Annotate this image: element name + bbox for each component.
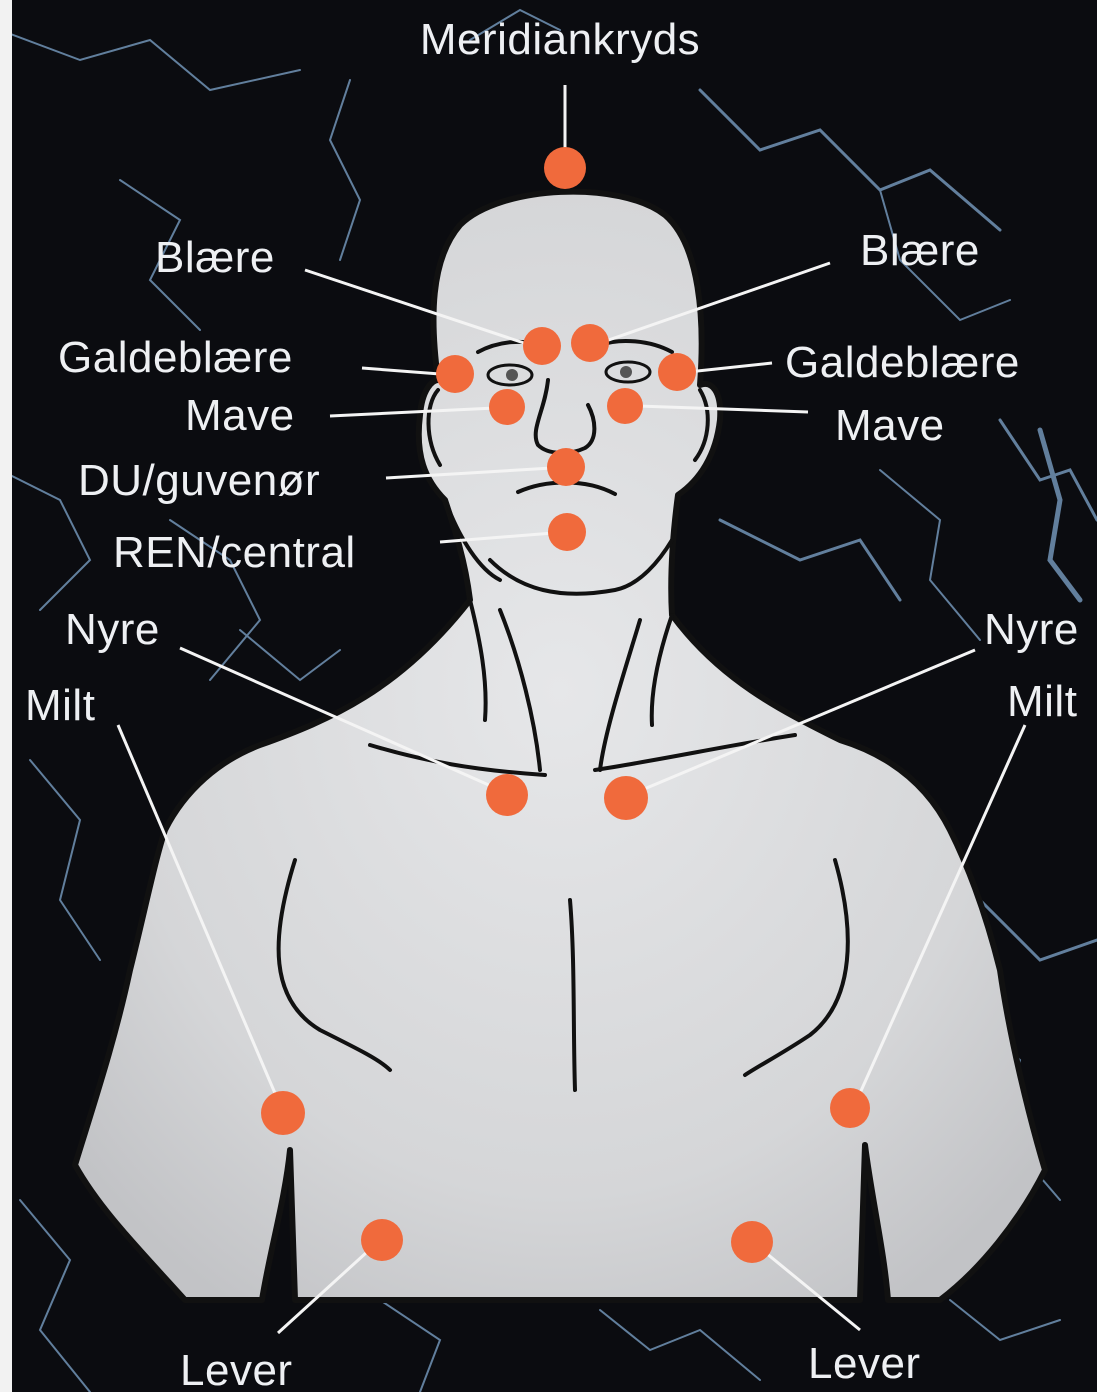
point-meridiankryds xyxy=(544,147,586,189)
point-milt-left xyxy=(261,1091,305,1135)
label-milt-left: Milt xyxy=(25,681,95,730)
point-mave-left xyxy=(489,389,525,425)
point-galde-right xyxy=(658,353,696,391)
label-lever-left: Lever xyxy=(180,1346,293,1392)
label-milt-right: Milt xyxy=(1007,677,1077,726)
point-galde-left xyxy=(436,355,474,393)
point-lever-left xyxy=(361,1219,403,1261)
label-mave-right: Mave xyxy=(835,401,945,450)
label-mave-left: Mave xyxy=(185,391,295,440)
label-nyre-left: Nyre xyxy=(65,605,160,654)
left-edge-strip xyxy=(0,0,12,1392)
label-lever-right: Lever xyxy=(808,1339,921,1388)
point-blaere-left xyxy=(523,327,561,365)
point-blaere-right xyxy=(571,324,609,362)
pupil-right xyxy=(620,366,632,378)
label-ren: REN/central xyxy=(113,528,356,577)
point-nyre-right xyxy=(604,776,648,820)
label-du: DU/guvenør xyxy=(78,456,320,505)
label-galde-right: Galdeblære xyxy=(785,338,1020,387)
point-milt-right xyxy=(830,1088,870,1128)
point-du xyxy=(547,448,585,486)
point-ren xyxy=(548,513,586,551)
label-blaere-left: Blære xyxy=(155,233,275,282)
label-blaere-right: Blære xyxy=(860,226,980,275)
label-meridiankryds: Meridiankryds xyxy=(420,15,700,64)
label-galde-left: Galdeblære xyxy=(58,333,293,382)
point-mave-right xyxy=(607,388,643,424)
pupil-left xyxy=(506,369,518,381)
label-nyre-right: Nyre xyxy=(984,605,1079,654)
point-nyre-left xyxy=(486,774,528,816)
point-lever-right xyxy=(731,1221,773,1263)
